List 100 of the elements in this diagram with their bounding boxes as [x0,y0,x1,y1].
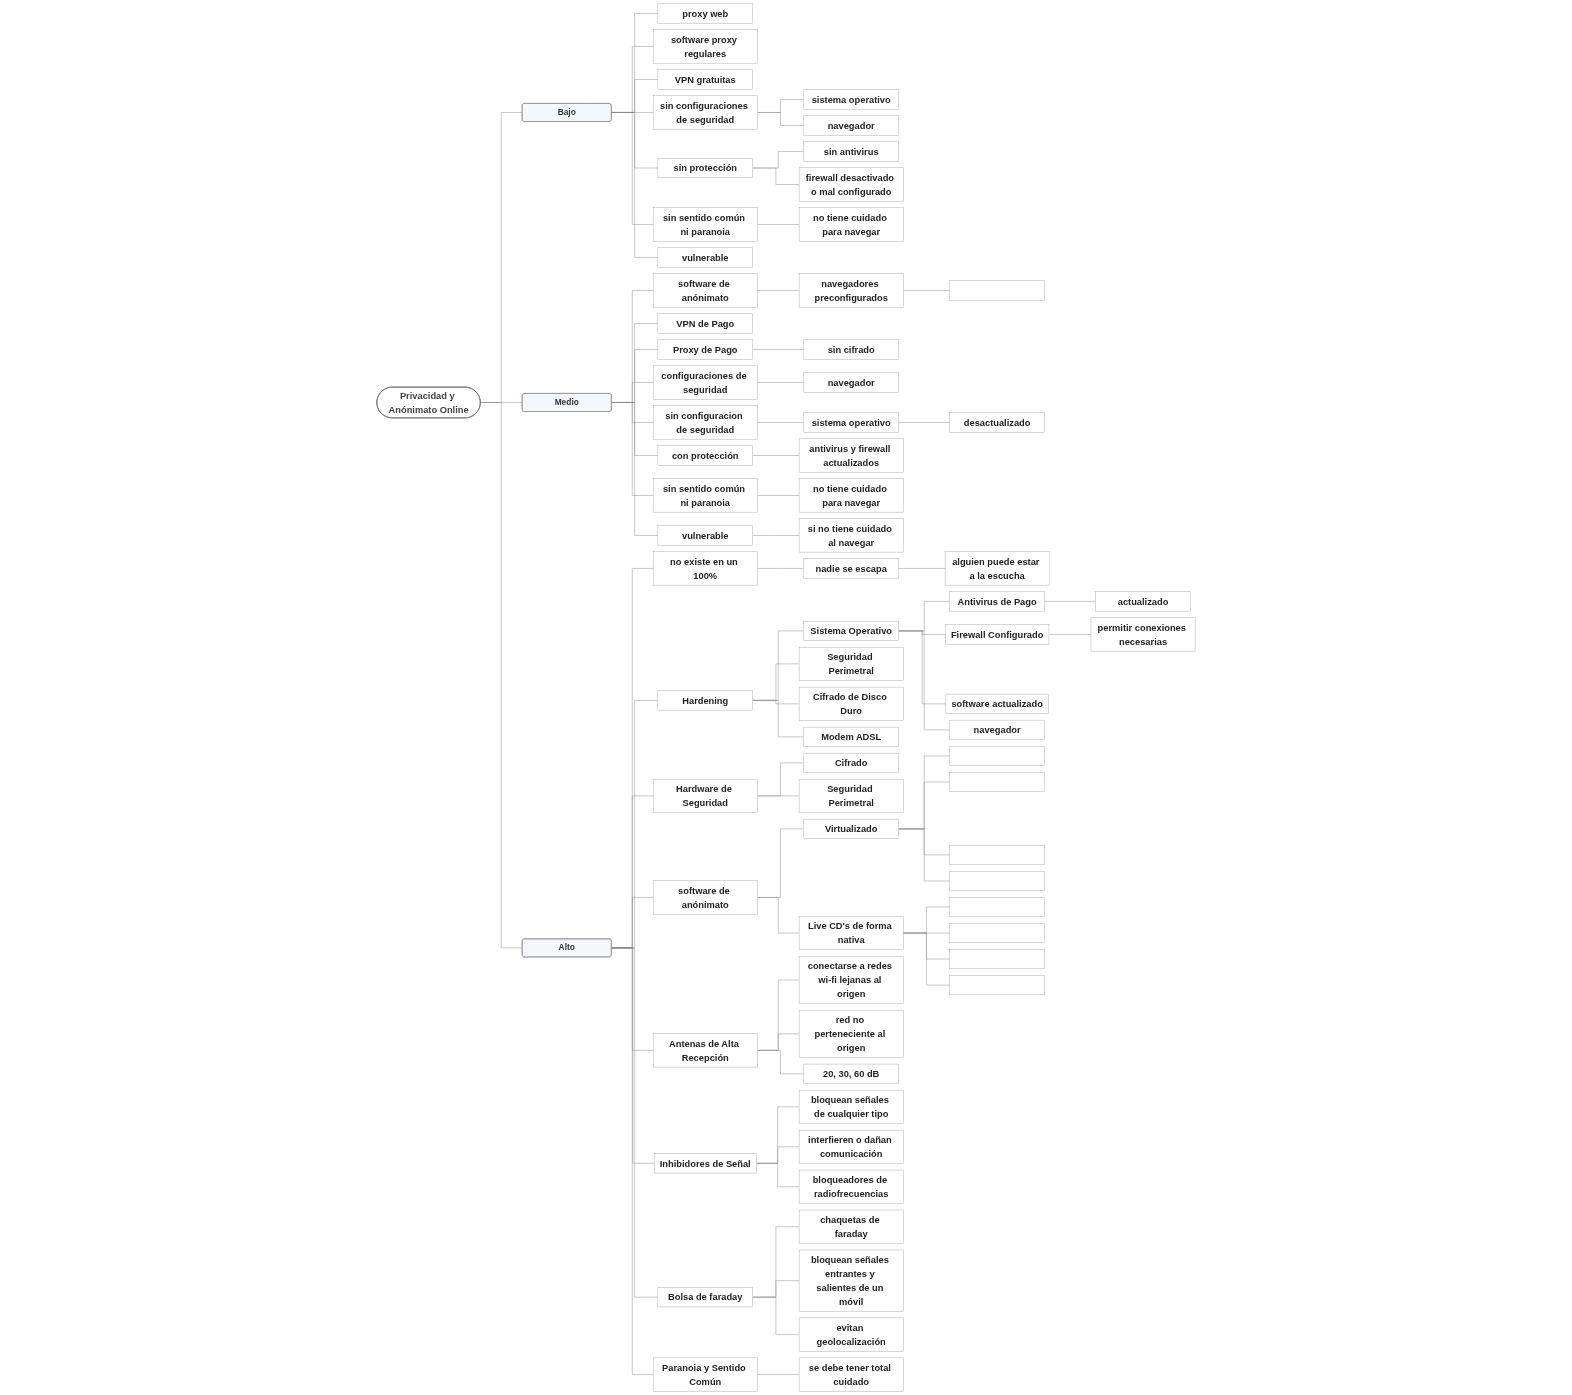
node-box: antivirus y firewall actualizados [798,438,904,473]
node-box: Virtualizado [803,818,899,839]
node-box: bloquean señales de cualquier tipo [798,1089,904,1124]
node-box: sin sentido común ni paranoia [652,207,758,242]
node-box: sistema operativo [803,412,899,433]
connector [757,382,804,383]
connector [898,828,950,882]
node-box: no tiene cuidado para navegar [798,478,904,513]
connector [757,897,800,934]
connector [611,112,659,258]
node-box: evitan geolocalización [798,1317,904,1352]
node-box: navegador [803,115,899,136]
node-box: sistema operativo [803,89,899,110]
node-box [949,871,1045,891]
node-box: sin protección [657,158,753,178]
connector [757,1374,800,1375]
connector [611,947,654,1375]
connector [1048,634,1092,635]
node-box: Proxy de Pago [657,339,753,360]
node-box [949,745,1045,766]
connector [752,535,800,536]
connector [756,1163,800,1187]
node-box: proxy web [657,3,753,24]
connector [898,630,950,731]
node-box: Cifrado de Disco Duro [798,686,904,721]
node-box: bloquean señales entrantes y salientes de un móvil [798,1249,904,1312]
connector [757,795,800,797]
node-box: navegador [949,719,1045,740]
node-box: Seguridad Perimetral [798,778,904,813]
node-box: no existe en un 100% [652,551,758,586]
connector [752,455,800,456]
node-box [949,975,1045,996]
node-box: Hardware de Seguridad [652,778,758,813]
node-box: interfieren o dañan comunicación [798,1129,904,1164]
node-box: navegadores preconfigurados [798,273,904,308]
connector [898,568,946,569]
node-box: chaquetas de faraday [798,1209,904,1244]
node-box: configuraciones de seguridad [652,365,758,400]
node-box: software actualizado [945,693,1049,714]
node-box: alguien puede estar a la escucha [944,551,1050,586]
connector [757,224,800,225]
node-box: conectarse a redes wi-fi lejanas al origen [798,956,904,1004]
node-box [949,280,1045,301]
node-box: permitir conexiones necesarias [1090,617,1196,652]
node-box: 20, 30, 60 dB [803,1063,899,1084]
node-box: sin configuraciones de seguridad [652,95,758,130]
node-box: software de anónimato [652,273,758,308]
connector [757,422,804,423]
connector [480,402,523,949]
node-box: sin sentido común ni paranoia [652,478,758,513]
node-box: Bolsa de faraday [657,1287,753,1308]
node-box: Antivirus de Pago [949,591,1045,612]
node-box: bloqueadores de radiofrecuencias [798,1169,904,1204]
node-box: Firewall Configurado [945,624,1050,645]
node-box: Cifrado [803,752,899,773]
node-box: se debe tener total cuidado [798,1357,904,1392]
connector [752,349,804,350]
node-box: sin antivirus [803,141,899,162]
node-box: Seguridad Perimetral [798,646,904,681]
connector [752,700,804,738]
node-box: con protección [657,445,753,466]
node-box [949,949,1045,970]
connector [903,290,950,291]
node-box: Sistema Operativo [803,620,899,641]
node-box: Live CD's de forma nativa [798,916,904,950]
node-box: software de anónimato [652,880,758,915]
connector [752,167,800,185]
node-box: navegador [803,372,899,393]
node-box: vulnerable [657,525,753,546]
node-box: Paranoia y Sentido Común [652,1357,758,1392]
node-box [949,844,1045,865]
node-box: actualizado [1095,591,1191,612]
node-box: firewall desactivado o mal configurado [798,167,904,202]
node-box: si no tiene cuidado al navegar [798,518,904,553]
connector [611,402,659,536]
connector [757,495,800,496]
node-box: desactualizado [949,412,1045,433]
node-box [949,772,1045,792]
node-box: sin cifrado [803,339,899,360]
node-box: red no perteneciente al origen [798,1009,904,1058]
connector [903,932,950,986]
node-box: Antenas de Alta Recepción [652,1033,758,1068]
node-box: vulnerable [657,247,753,268]
connector [752,1296,800,1335]
node-box: software proxy regulares [652,29,758,64]
node-box: no tiene cuidado para navegar [798,207,904,242]
node-box: sin configuracion de seguridad [652,405,758,440]
node-box: Modem ADSL [803,726,899,747]
node-box: Inhibidores de Señal [653,1153,757,1174]
node-box: VPN de Pago [657,313,753,334]
node-box: Hardening [657,690,753,711]
connector [757,290,800,291]
connector [1044,601,1096,602]
connector [757,762,804,797]
connector [757,1050,804,1075]
node-box: nadie se escapa [803,558,899,579]
connector [757,112,804,126]
node-box [949,923,1045,943]
node-box [949,897,1045,917]
connector [757,568,804,569]
